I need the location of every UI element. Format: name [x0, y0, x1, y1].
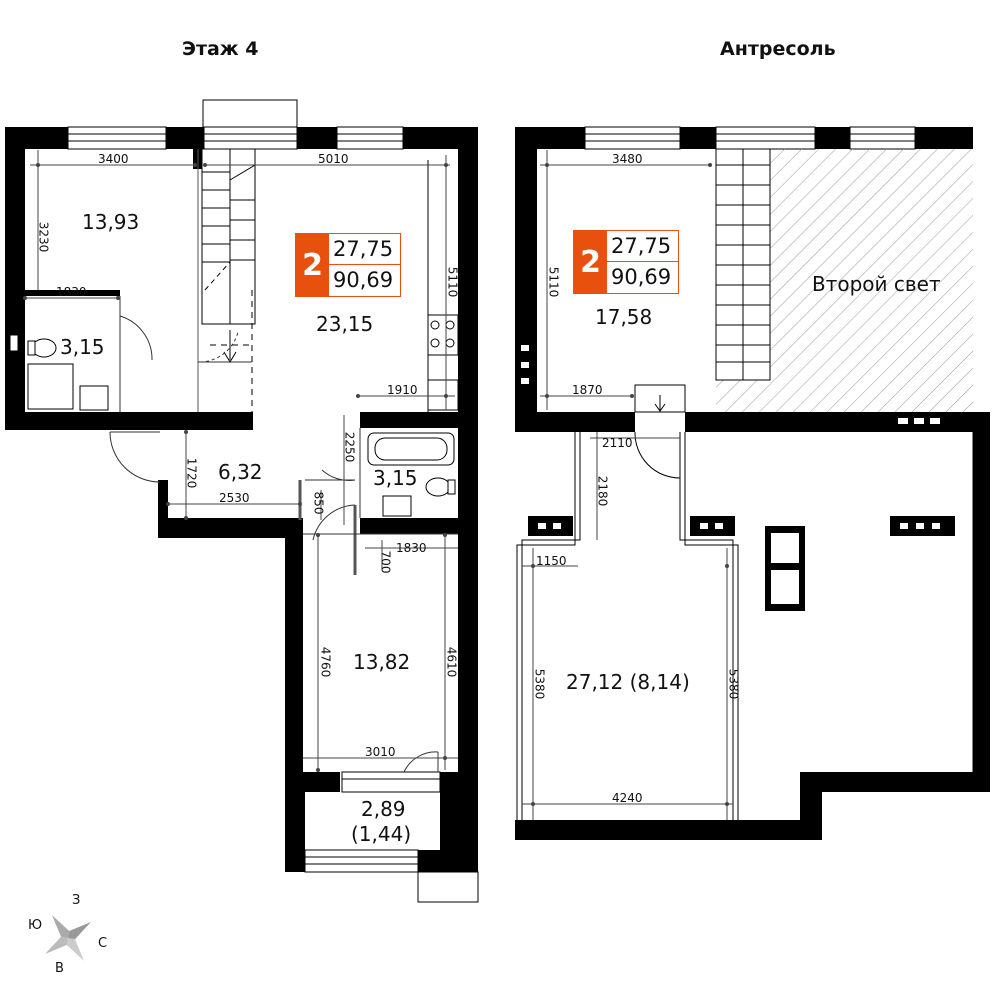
dim-label: 850 [311, 491, 326, 515]
room-count: 2 [296, 234, 329, 296]
floor4-walls [5, 127, 478, 872]
dim-label: 3010 [365, 745, 396, 759]
dimension-ticks [23, 163, 729, 806]
floor4-fixtures [9, 160, 459, 517]
mezzanine-windows [584, 126, 916, 150]
room-area-room-2: 13,82 [353, 650, 411, 674]
dim-label: 2180 [595, 475, 610, 507]
dim-label: 4760 [318, 646, 333, 678]
dim-label: 5110 [445, 266, 460, 298]
dim-label: 1830 [56, 285, 87, 299]
dim-label: 3230 [36, 221, 51, 253]
dim-label: 700 [378, 550, 393, 574]
mezzanine-stairs [634, 148, 771, 413]
floor4-interior [109, 149, 458, 773]
dim-label: 1910 [387, 383, 418, 397]
dim-label: 2250 [342, 431, 357, 463]
total-area-value: 90,69 [607, 262, 678, 292]
room-area-bathroom-1: 3,15 [60, 335, 105, 359]
dim-label: 2530 [219, 491, 250, 505]
room-area-balcony: 2,89 [361, 797, 406, 821]
dim-label: 5110 [546, 266, 561, 298]
compass-south-label: В [55, 961, 64, 976]
dim-label: 2110 [602, 436, 633, 450]
dim-label: 5010 [318, 152, 349, 166]
apartment-badge-floor4: 2 27,75 90,69 [295, 233, 401, 297]
total-area-value: 90,69 [329, 265, 400, 295]
dimension-lines [25, 150, 733, 820]
double-height-label: Второй свет [812, 272, 941, 296]
dim-label: 3400 [98, 152, 129, 166]
dim-label: 3480 [612, 152, 643, 166]
compass-rose-icon [45, 915, 91, 961]
floor4-windows [67, 99, 479, 903]
room-area-mezzanine: 17,58 [595, 305, 653, 329]
dim-label: 1150 [536, 554, 567, 568]
room-area-room-1: 13,93 [82, 210, 140, 234]
mezzanine-walls [515, 127, 990, 840]
living-area-value: 27,75 [329, 234, 400, 265]
room-area-balcony-reduced: (1,44) [351, 822, 412, 846]
dim-label: 1830 [396, 541, 427, 555]
floor4-stairs [201, 148, 256, 412]
dim-label: 5380 [532, 668, 547, 700]
dim-label: 4610 [444, 646, 459, 678]
mezzanine-lower-outline [516, 431, 974, 820]
dim-label: 1720 [184, 457, 199, 489]
room-area-bathroom-2: 3,15 [373, 466, 418, 490]
mezzanine-openings [771, 418, 940, 604]
mezzanine-title: Антресоль [720, 38, 836, 60]
compass-east-label: С [98, 936, 108, 951]
floor4-title: Этаж 4 [182, 38, 259, 60]
living-area-value: 27,75 [607, 231, 678, 262]
compass-west-label: Ю [28, 918, 43, 933]
dim-label: 4240 [612, 791, 643, 805]
room-area-mezzanine-lower: 27,12 (8,14) [566, 670, 690, 694]
apartment-badge-mezzanine: 2 27,75 90,69 [573, 230, 679, 294]
room-area-hallway: 6,32 [218, 460, 263, 484]
compass-north-label: З [72, 893, 81, 908]
dim-label: 5380 [726, 668, 741, 700]
mezzanine-vents [521, 345, 955, 536]
room-count: 2 [574, 231, 607, 293]
room-area-living-room: 23,15 [316, 312, 374, 336]
dim-label: 1870 [572, 383, 603, 397]
double-height-hatch [770, 149, 973, 412]
double-height-hatch-low [716, 380, 770, 412]
